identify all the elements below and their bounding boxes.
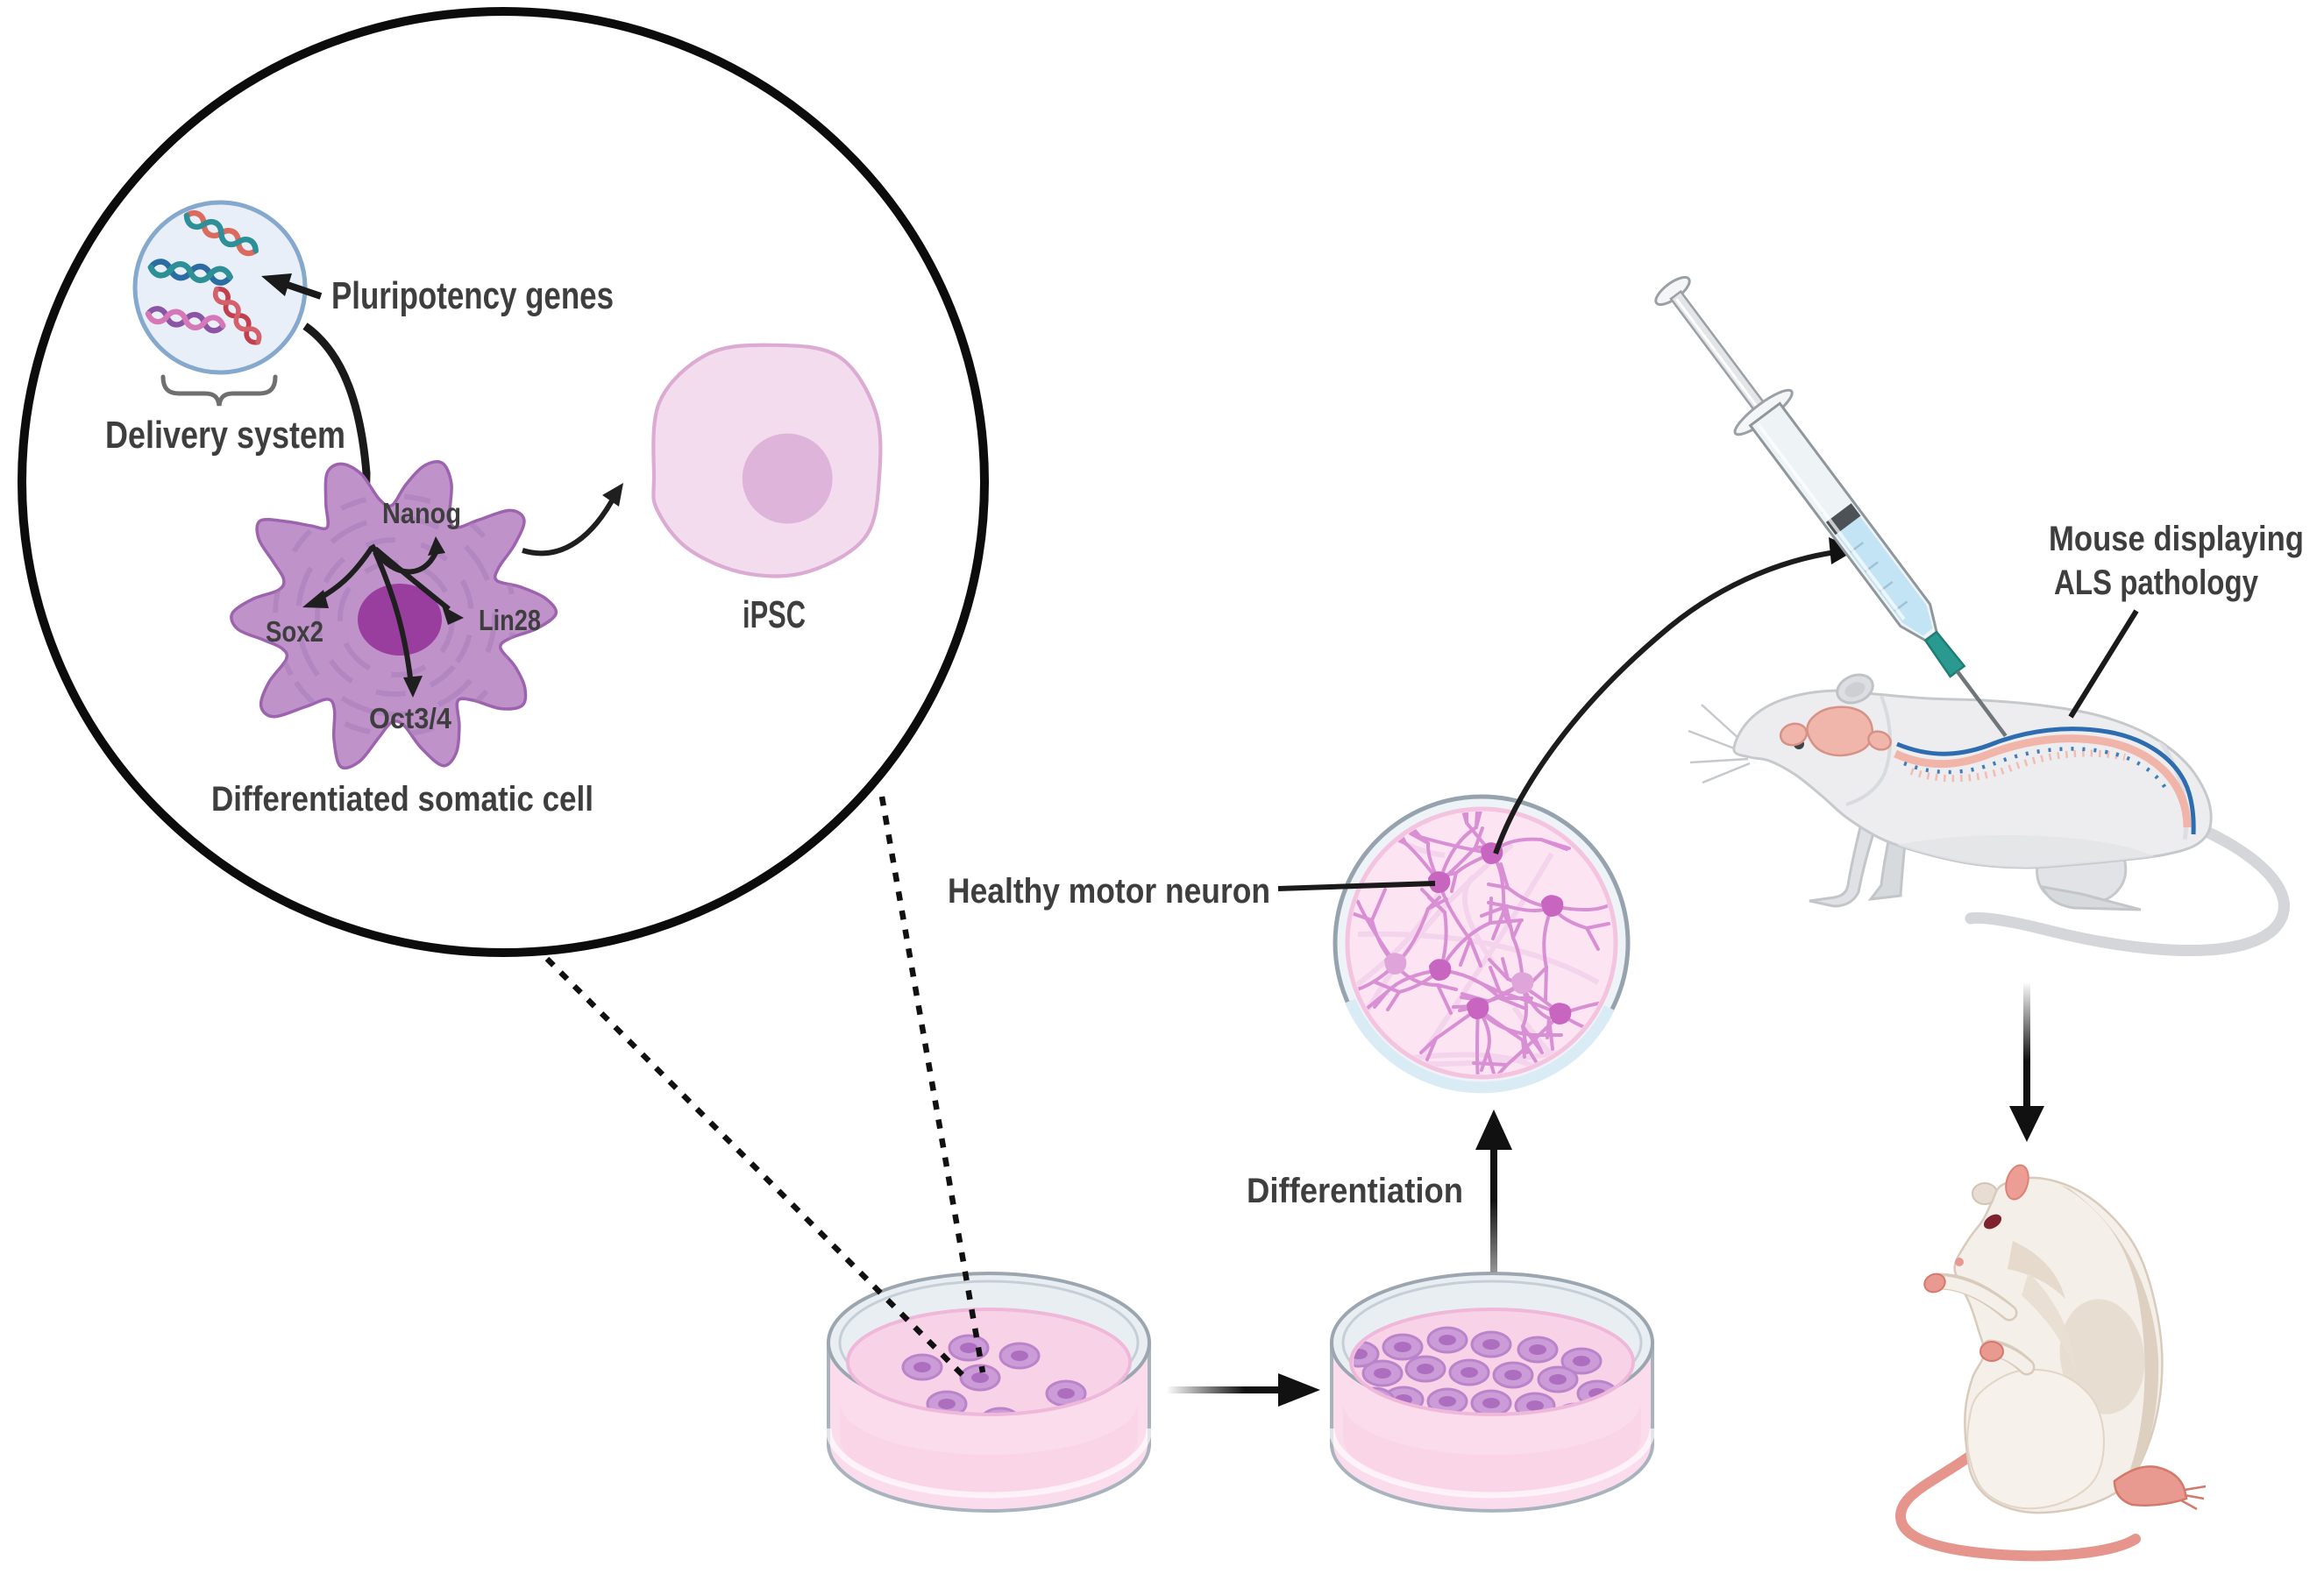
svg-text:iPSC: iPSC (743, 593, 806, 636)
svg-text:Delivery system: Delivery system (105, 414, 345, 457)
svg-text:Sox2: Sox2 (266, 615, 323, 648)
svg-text:ALS pathology: ALS pathology (2054, 564, 2259, 602)
svg-text:Healthy motor neuron: Healthy motor neuron (948, 872, 1270, 911)
svg-text:Pluripotency genes: Pluripotency genes (331, 274, 614, 317)
svg-text:Lin28: Lin28 (479, 604, 541, 636)
svg-text:Oct3/4: Oct3/4 (369, 702, 452, 734)
svg-text:Differentiation: Differentiation (1247, 1172, 1463, 1210)
svg-text:Mouse displaying: Mouse displaying (2049, 520, 2304, 558)
svg-text:Nanog: Nanog (382, 497, 461, 529)
svg-text:Differentiated somatic cell: Differentiated somatic cell (211, 780, 593, 819)
